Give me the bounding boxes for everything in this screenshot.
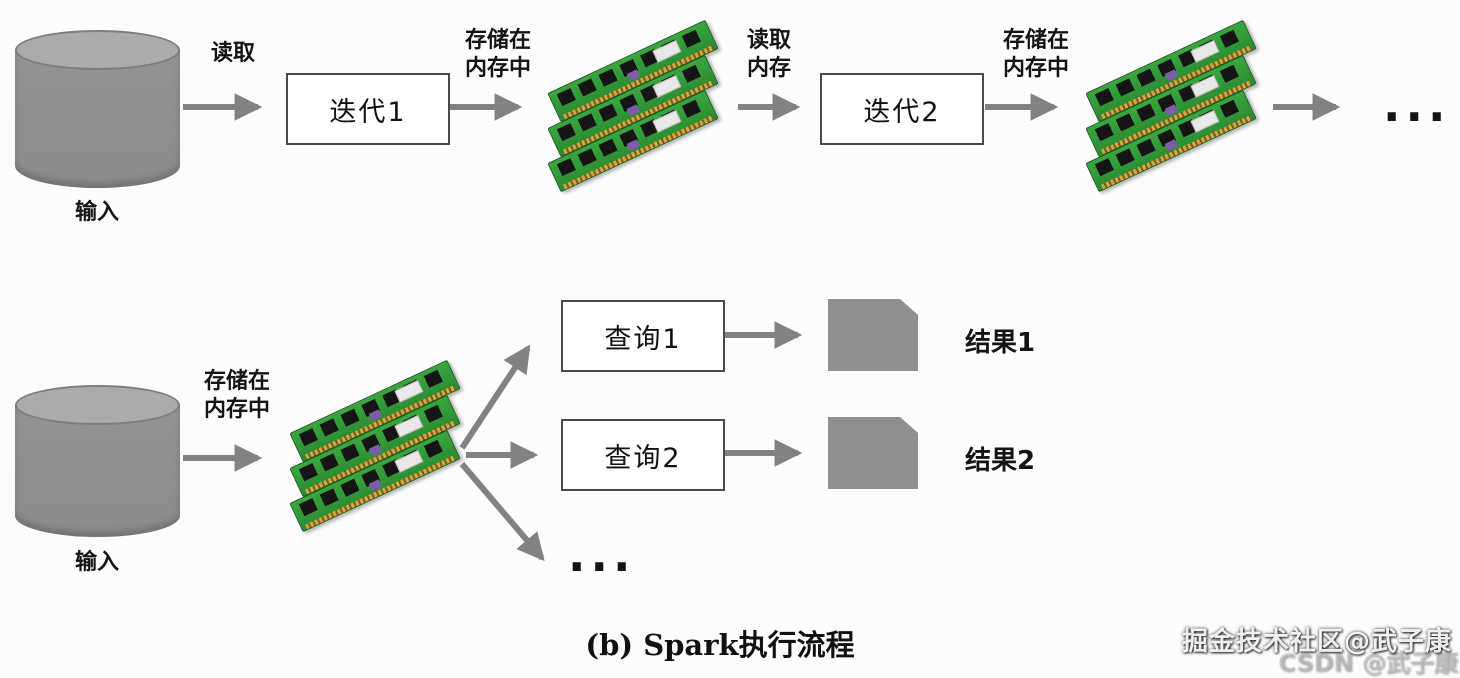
store-memory-label-bottom: 存储在 内存中 [176,368,298,424]
top-ellipsis: ... [1383,78,1451,132]
query1-box: 查询1 [561,300,725,372]
ram-module-2 [1068,19,1273,193]
read-memory-label-line2: 内存 [746,56,791,81]
bottom-ellipsis: ... [568,528,636,582]
read-arrow-label: 读取 [210,41,255,66]
result2-document [828,417,918,489]
ram-module-3 [272,359,477,533]
query1-label: 查询1 [604,323,682,355]
iteration2-label: 迭代2 [863,96,941,128]
store-memory-label-1: 存储在 内存中 [437,27,559,83]
cylinder-body [15,404,180,537]
query2-box: 查询2 [561,419,725,491]
read-memory-label-line1: 读取 [746,28,791,53]
iteration1-label: 迭代1 [329,96,407,128]
figure-caption: (b) Spark执行流程 [585,628,855,662]
cylinder-body [15,49,180,188]
input-database-bottom [15,385,180,537]
iteration1-box: 迭代1 [286,73,450,145]
cylinder-top [15,385,180,425]
arrow-ram3-to-query1 [459,344,531,450]
ram-module-1 [530,19,735,193]
watermark-secondary: CSDN @武子康 [1278,649,1458,677]
store-memory-label-2-line1: 存储在 [1002,28,1069,53]
store-memory-label-bottom-line2: 内存中 [203,397,270,422]
result1-document [828,299,918,371]
arrow-ram3-to-more [459,462,545,562]
store-memory-label-2-line2: 内存中 [1002,56,1069,81]
input-label-bottom: 输入 [74,550,119,575]
input-database-top [15,30,180,188]
result2-label: 结果2 [964,446,1036,476]
cylinder-top [15,30,180,70]
iteration2-box: 迭代2 [820,73,984,145]
store-memory-label-bottom-line1: 存储在 [203,369,270,394]
store-memory-label-1-line2: 内存中 [464,56,531,81]
store-memory-label-1-line1: 存储在 [464,28,531,53]
store-memory-label-2: 存储在 内存中 [975,27,1097,83]
input-label-top: 输入 [74,200,119,225]
result1-label: 结果1 [964,328,1036,358]
query2-label: 查询2 [604,442,682,474]
watermark-primary: 掘金技术社区@武子康 [1181,627,1452,657]
read-memory-label: 读取 内存 [708,27,830,83]
